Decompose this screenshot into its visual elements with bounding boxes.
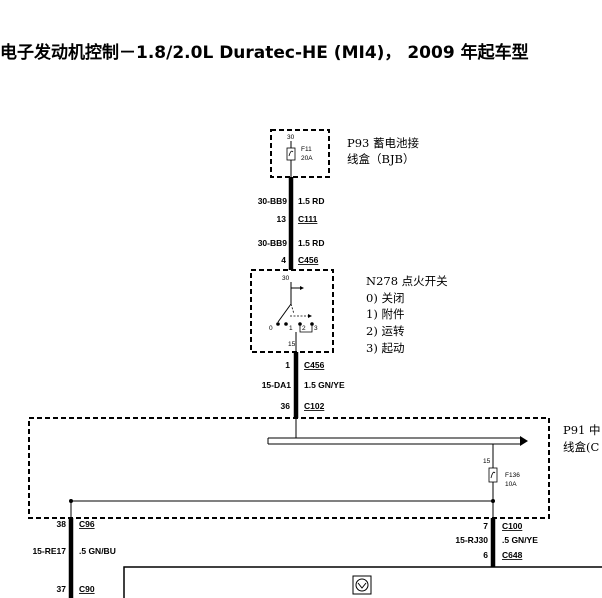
fuse-f11-rating: 20A xyxy=(301,155,313,162)
fuse-f136-icon xyxy=(488,467,498,483)
cjb-box xyxy=(28,417,550,519)
splice-right xyxy=(491,499,495,503)
switch-mark-2: 2 xyxy=(302,325,306,332)
switch-contact-0 xyxy=(276,322,280,326)
left-wire-circuit: 15-RE17 xyxy=(32,546,66,556)
splice-left xyxy=(69,499,73,503)
ign-pin-in: 30 xyxy=(282,275,290,282)
bjb-label-line1: P93 蓄电池接 xyxy=(347,136,420,150)
c456-pin-top: 4 xyxy=(281,255,286,265)
ign-pos-2: 2) 运转 xyxy=(366,324,405,338)
c100-connector: C100 xyxy=(502,521,523,531)
left-wire-gauge: .5 GN/BU xyxy=(79,546,116,556)
c648-pin: 6 xyxy=(483,550,488,560)
c456-connector-top: C456 xyxy=(298,255,319,265)
ign-pos-0: 0) 关闭 xyxy=(366,291,404,305)
c456-pin-bottom: 1 xyxy=(285,360,290,370)
wire3-circuit: 15-DA1 xyxy=(262,380,292,390)
right-wire-circuit: 15-RJ30 xyxy=(455,535,488,545)
switch-mark-1: 1 xyxy=(289,325,293,332)
bjb-pin: 30 xyxy=(287,134,295,141)
fuse-f11-icon xyxy=(286,147,296,161)
page-title: 电子发动机控制－1.8/2.0L Duratec-HE (MI4)， 2009 … xyxy=(0,42,529,63)
ign-pos-3: 3) 起动 xyxy=(366,341,404,355)
ign-pos-1: 1) 附件 xyxy=(366,307,404,321)
module-box xyxy=(123,566,602,598)
bjb-label-line2: 线盒（BJB） xyxy=(347,152,415,166)
fuse-f136-rating: 10A xyxy=(505,481,517,488)
c456-connector-bottom: C456 xyxy=(304,360,325,370)
c102-pin: 36 xyxy=(281,401,291,411)
c102-connector: C102 xyxy=(304,401,325,411)
wire1-gauge: 1.5 RD xyxy=(298,196,324,206)
ignition-label: N278 点火开关 xyxy=(366,274,448,288)
c100-pin: 7 xyxy=(483,521,488,531)
switch-mark-0: 0 xyxy=(269,325,273,332)
c111-connector: C111 xyxy=(298,214,318,224)
ecu-symbol-icon xyxy=(352,575,372,595)
fuse-f11-name: F11 xyxy=(301,146,312,153)
c111-pin: 13 xyxy=(277,214,287,224)
cjb-label-line1: P91 中 xyxy=(563,423,601,437)
cjb-pin: 15 xyxy=(483,458,491,465)
fuse-f136-name: F136 xyxy=(505,472,520,479)
c96-pin: 38 xyxy=(57,519,67,529)
right-wire-gauge: .5 GN/YE xyxy=(502,535,538,545)
wire1-circuit: 30-BB9 xyxy=(258,196,288,206)
c90-pin: 37 xyxy=(57,584,67,594)
ignition-switch-box xyxy=(250,269,334,353)
wire2-gauge: 1.5 RD xyxy=(298,238,324,248)
cjb-label-line2: 线盒(C xyxy=(563,440,599,454)
bus-arrow-icon xyxy=(520,436,528,446)
switch-mark-3: 3 xyxy=(314,325,318,332)
switch-contact-1 xyxy=(284,322,288,326)
bjb-box xyxy=(270,129,330,178)
wire3-gauge: 1.5 GN/YE xyxy=(304,380,345,390)
c648-connector: C648 xyxy=(502,550,523,560)
ign-pin-out: 15 xyxy=(288,341,296,348)
c96-connector: C96 xyxy=(79,519,95,529)
c90-connector: C90 xyxy=(79,584,95,594)
wire2-circuit: 30-BB9 xyxy=(258,238,288,248)
